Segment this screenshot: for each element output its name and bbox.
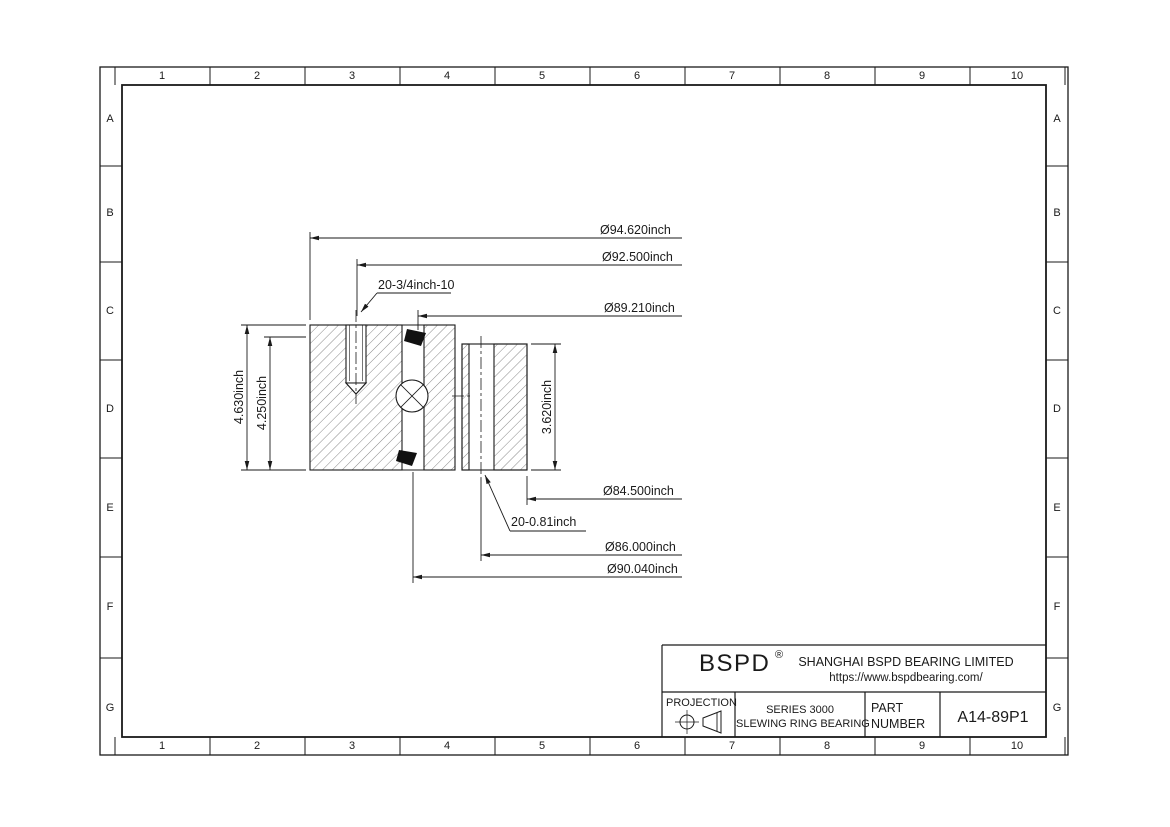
grid-col-top-4: 4 [443, 69, 451, 82]
grid-row-left-g: G [105, 701, 115, 714]
grid-col-top-7: 7 [728, 69, 736, 82]
grid-row-left-e: E [106, 501, 114, 514]
grid-ticks [100, 67, 1068, 755]
grid-col-bottom-10: 10 [1010, 739, 1024, 752]
dim-tapped-holes-label: 20-3/4inch-10 [378, 278, 455, 292]
grid-col-bottom-6: 6 [633, 739, 641, 752]
grid-row-right-a: A [1053, 112, 1061, 125]
grid-row-left-f: F [106, 600, 114, 613]
projection-label: PROJECTION [666, 697, 737, 709]
grid-row-right-d: D [1053, 402, 1061, 415]
registered-mark: ® [775, 649, 784, 661]
projection-symbol-icon [675, 710, 722, 734]
grid-row-right-e: E [1053, 501, 1061, 514]
dim-mount-circle-top-label: Ø92.500inch [602, 250, 673, 264]
grid-col-top-9: 9 [918, 69, 926, 82]
grid-col-bottom-2: 2 [253, 739, 261, 752]
grid-row-left-d: D [106, 402, 114, 415]
grid-row-left-a: A [106, 112, 114, 125]
seal-wedges [396, 329, 426, 466]
dim-height-inner-label: 4.250inch [255, 375, 270, 431]
grid-col-top-2: 2 [253, 69, 261, 82]
centerlines [355, 310, 482, 478]
grid-row-left-b: B [106, 206, 114, 219]
company-website-link: https://www.bspdbearing.com/ [829, 672, 983, 684]
series-line1: SERIES 3000 [766, 704, 834, 716]
grid-col-top-3: 3 [348, 69, 356, 82]
dim-inner-diameter-label: Ø84.500inch [603, 484, 674, 498]
grid-col-bottom-7: 7 [728, 739, 736, 752]
dimension-lines [241, 232, 682, 583]
dim-height-outer-label: 3.620inch [540, 379, 555, 435]
dim-through-holes-label: 20-0.81inch [511, 515, 577, 529]
brand-logo-text: BSPD [699, 650, 771, 677]
sheet-border [99, 66, 1069, 756]
grid-col-bottom-4: 4 [443, 739, 451, 752]
part-label-line1: PART [871, 701, 904, 715]
grid-row-right-c: C [1053, 304, 1061, 317]
grid-col-top-8: 8 [823, 69, 831, 82]
grid-col-top-5: 5 [538, 69, 546, 82]
grid-col-top-6: 6 [633, 69, 641, 82]
grid-col-top-1: 1 [158, 69, 166, 82]
part-label-line2: NUMBER [871, 717, 926, 731]
grid-col-bottom-8: 8 [823, 739, 831, 752]
grid-row-right-f: F [1053, 600, 1061, 613]
company-name: SHANGHAI BSPD BEARING LIMITED [798, 655, 1014, 669]
dim-raceway-bottom-label: Ø90.040inch [607, 562, 678, 576]
grid-row-right-g: G [1052, 701, 1062, 714]
dim-mount-circle-bottom-label: Ø86.000inch [605, 540, 676, 554]
ball-element [395, 379, 429, 413]
grid-col-top-10: 10 [1010, 69, 1024, 82]
part-number-value: A14-89P1 [957, 709, 1029, 726]
series-line2: SLEWING RING BEARING [736, 718, 870, 730]
grid-col-bottom-9: 9 [918, 739, 926, 752]
grid-row-left-c: C [106, 304, 114, 317]
dim-height-total-label: 4.630inch [232, 369, 247, 425]
dim-raceway-top-label: Ø89.210inch [604, 301, 675, 315]
grid-col-bottom-3: 3 [348, 739, 356, 752]
grid-col-bottom-5: 5 [538, 739, 546, 752]
dim-outer-diameter-label: Ø94.620inch [600, 223, 671, 237]
grid-col-bottom-1: 1 [158, 739, 166, 752]
title-block-frame [661, 644, 1046, 737]
grid-row-right-b: B [1053, 206, 1061, 219]
